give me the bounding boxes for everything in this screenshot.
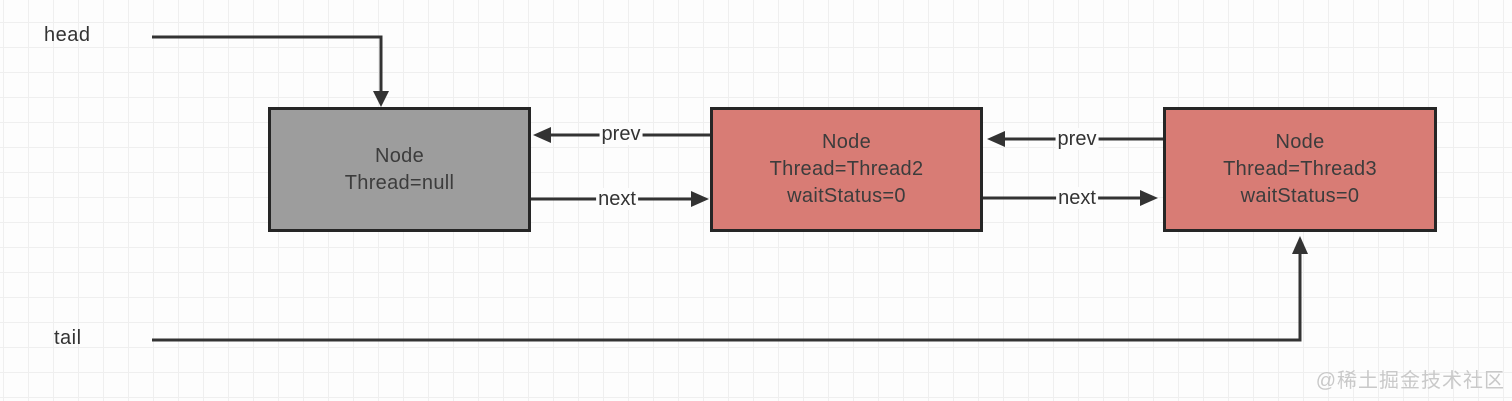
watermark-text: @稀土掘金技术社区 — [1315, 370, 1505, 392]
edge-label-prev-2: prev — [1055, 128, 1099, 150]
edge-label-prev-1: prev — [599, 123, 643, 145]
node-title: Node — [1275, 131, 1325, 153]
node-thread-value: Thread=null — [344, 171, 455, 194]
node-waitstatus-value: waitStatus=0 — [1240, 185, 1360, 207]
edge-label-next-2: next — [1056, 187, 1098, 209]
head-pointer-label: head — [44, 24, 91, 46]
node-thread-value: Thread=Thread3 — [1223, 158, 1377, 180]
node-thread-value: Thread=Thread2 — [769, 158, 924, 180]
edge-label-next-1: next — [596, 188, 638, 210]
tail-arrow — [152, 236, 1308, 342]
node-head: Node Thread=null — [268, 107, 531, 232]
node-title: Node — [374, 144, 424, 167]
tail-pointer-label: tail — [54, 327, 82, 349]
node-thread2: Node Thread=Thread2 waitStatus=0 — [710, 107, 983, 232]
node-thread3: Node Thread=Thread3 waitStatus=0 — [1163, 107, 1437, 232]
node-waitstatus-value: waitStatus=0 — [787, 185, 906, 207]
head-arrow — [152, 35, 389, 107]
node-title: Node — [821, 131, 871, 153]
